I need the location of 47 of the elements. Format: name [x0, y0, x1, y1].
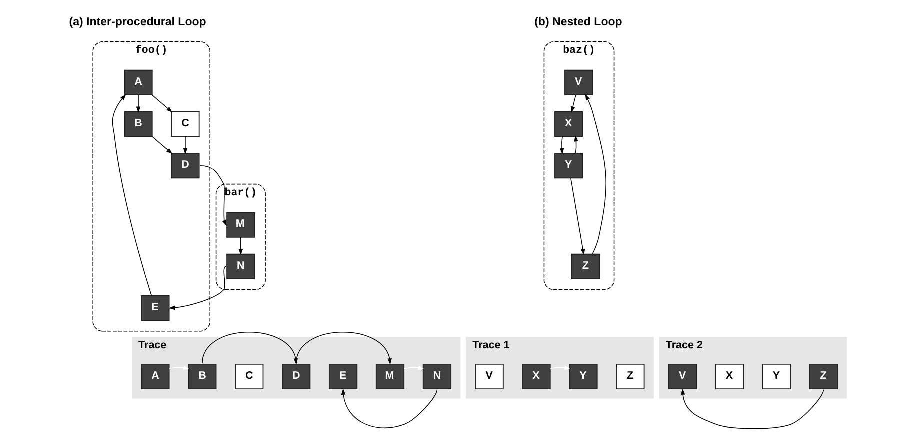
node-box: X — [554, 111, 583, 138]
arrow — [238, 237, 243, 256]
arrow — [168, 266, 226, 310]
node-box: E — [140, 295, 170, 322]
node-box: M — [226, 212, 255, 238]
node-box: X — [714, 364, 744, 390]
arrow — [340, 388, 438, 429]
node-box: X — [522, 364, 550, 390]
node-box: N — [226, 254, 255, 280]
arrow — [403, 366, 424, 370]
node-box: D — [282, 364, 310, 390]
arrow — [182, 136, 188, 155]
arrow — [112, 94, 152, 296]
node-box: Z — [808, 364, 838, 390]
node-box: Z — [570, 254, 600, 280]
node-box: V — [668, 364, 697, 390]
node-box: A — [124, 70, 152, 96]
arrow — [136, 94, 140, 113]
node-box: Y — [568, 364, 598, 390]
node-box: Z — [616, 364, 644, 390]
node-box: D — [170, 153, 200, 179]
arrow — [168, 366, 190, 370]
arrow — [570, 178, 585, 256]
node-box: B — [124, 111, 152, 138]
node-box: Y — [762, 364, 791, 390]
arrow — [680, 388, 824, 430]
arrow — [574, 135, 578, 154]
label: (a) Inter-procedural Loop — [68, 16, 206, 28]
node-box: M — [375, 364, 404, 390]
arrow — [151, 136, 172, 154]
node-box: N — [422, 364, 452, 390]
label: (b) Nested Loop — [534, 16, 622, 28]
arrow — [199, 165, 226, 226]
node-box: Y — [554, 153, 583, 179]
node-box: V — [474, 364, 504, 390]
arrow — [151, 94, 172, 113]
arrow — [550, 366, 570, 370]
node-box: E — [328, 364, 358, 390]
node-box: C — [234, 364, 264, 390]
arrow — [570, 94, 576, 113]
node-box: B — [188, 364, 216, 390]
arrow — [584, 94, 606, 254]
node-box: V — [564, 70, 593, 96]
node-box: C — [170, 111, 200, 138]
node-box: A — [140, 364, 170, 390]
arrow — [295, 332, 392, 365]
arrow — [559, 136, 564, 155]
